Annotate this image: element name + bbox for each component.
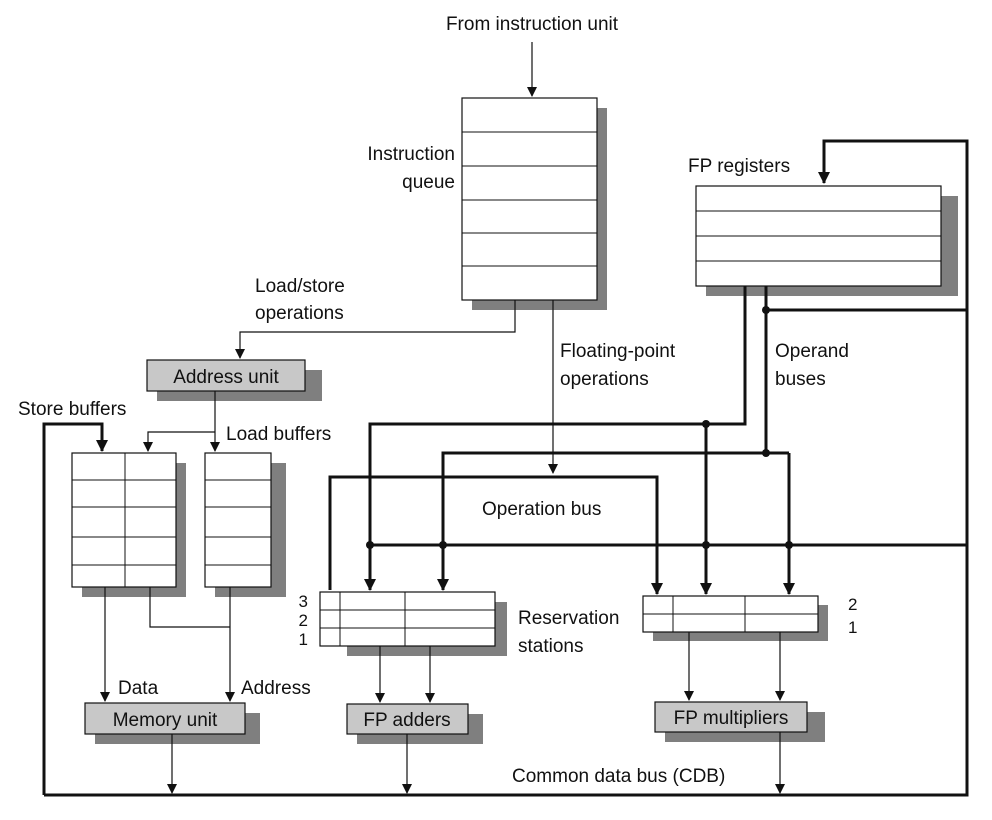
address-label: Address <box>241 678 311 699</box>
adder-station-number: 1 <box>299 630 308 649</box>
adder-reservation-stations <box>319 591 496 647</box>
store-buffers <box>71 452 177 588</box>
operand-buses <box>364 286 795 595</box>
data-label: Data <box>118 678 159 699</box>
multiplier-station-number: 1 <box>848 618 857 637</box>
fp-adders-label: FP adders <box>363 710 450 731</box>
instruction-queue-label-2: queue <box>402 172 455 193</box>
operation-bus-label: Operation bus <box>482 499 601 520</box>
operand-buses-label-2: buses <box>775 369 826 390</box>
common-data-bus-label: Common data bus (CDB) <box>512 766 725 787</box>
bus-junctions <box>366 306 793 549</box>
instruction-queue <box>461 97 598 301</box>
common-data-bus <box>42 139 969 797</box>
instruction-queue-label-1: Instruction <box>367 144 455 165</box>
load-buffers <box>204 452 272 588</box>
reservation-stations-label-2: stations <box>518 636 583 657</box>
fp-multipliers: FP multipliers <box>654 701 808 733</box>
adder-station-number: 2 <box>299 611 308 630</box>
load-buffers-label: Load buffers <box>226 424 331 445</box>
fp-multipliers-label: FP multipliers <box>674 708 789 729</box>
address-unit: Address unit <box>146 359 306 392</box>
fp-registers-label: FP registers <box>688 156 790 177</box>
floating-point-label-1: Floating-point <box>560 341 676 362</box>
fp-registers <box>695 185 942 287</box>
memory-unit: Memory unit <box>84 702 246 735</box>
multiplier-station-number: 2 <box>848 595 857 614</box>
load-store-label-2: operations <box>255 303 344 324</box>
address-unit-label: Address unit <box>173 367 279 388</box>
adder-station-number: 3 <box>299 592 308 611</box>
multiplier-reservation-stations <box>642 595 819 633</box>
reservation-stations-label-1: Reservation <box>518 608 619 629</box>
from-instruction-unit-label: From instruction unit <box>446 14 619 35</box>
store-buffers-label: Store buffers <box>18 399 126 420</box>
operand-buses-label-1: Operand <box>775 341 849 362</box>
fp-adders: FP adders <box>346 703 469 735</box>
memory-unit-label: Memory unit <box>113 710 218 731</box>
operation-bus <box>328 475 663 595</box>
load-store-label-1: Load/store <box>255 276 345 297</box>
floating-point-label-2: operations <box>560 369 649 390</box>
